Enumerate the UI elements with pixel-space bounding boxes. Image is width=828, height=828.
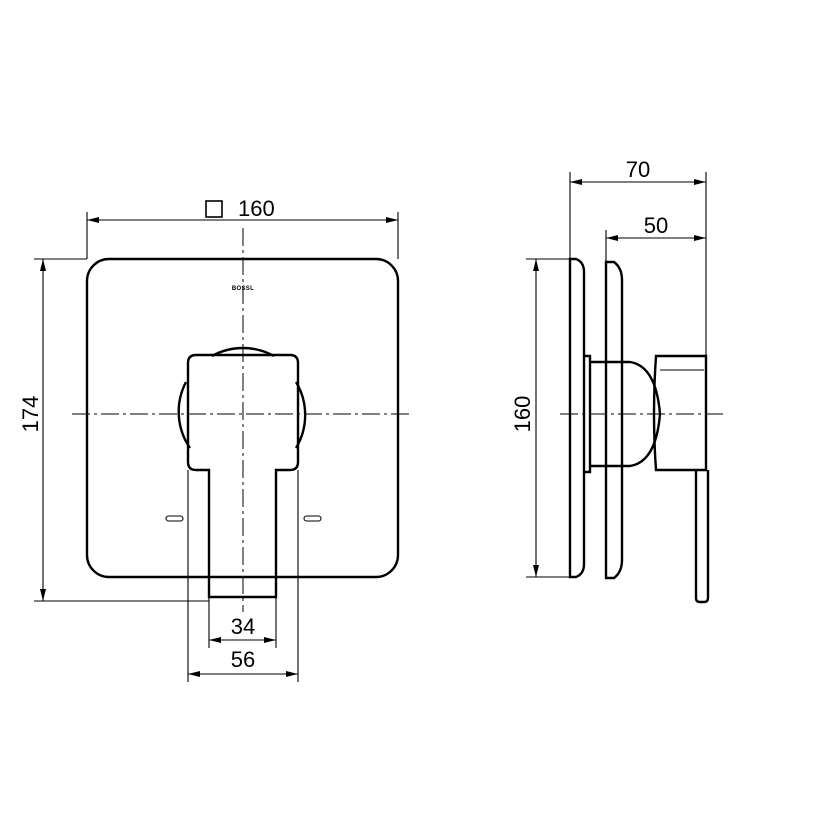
dim-70-arrow-right [694, 179, 706, 185]
side-dome [590, 360, 662, 468]
cover-plate [85, 257, 400, 579]
dim-174-arrow-top [40, 259, 46, 271]
dim-34-arrow-left [209, 637, 221, 643]
dim-50-arrow-left [606, 235, 618, 241]
brand-logo: BOSSL [232, 286, 254, 292]
left-slot [165, 515, 184, 522]
dim-50-arrow-right [694, 235, 706, 241]
side-handle-body [652, 354, 708, 472]
dim-side-160-arrow-top [533, 259, 539, 271]
dim-56-label: 56 [231, 647, 255, 672]
dim-56-arrow-left [188, 671, 200, 677]
dim-160-label: 160 [238, 196, 275, 221]
dim-side-160-arrow-bottom [533, 565, 539, 577]
dim-side-160-label: 160 [510, 396, 535, 433]
dim-174-label: 174 [18, 396, 43, 433]
side-rear-plate [604, 260, 624, 580]
dim-174-arrow-bottom [40, 589, 46, 601]
dim-50-label: 50 [644, 213, 668, 238]
dim-160-arrow-right [386, 217, 398, 223]
dim-34-label: 34 [231, 614, 255, 639]
dim-56-arrow-right [286, 671, 298, 677]
side-view: 70 50 160 [510, 157, 724, 604]
right-slot [303, 515, 322, 522]
side-cover-plate [568, 257, 586, 579]
dim-34-arrow-right [264, 637, 276, 643]
square-icon [205, 200, 223, 218]
dim-70-label: 70 [626, 157, 650, 182]
handle-base-circle [177, 346, 307, 449]
front-view: BOSSL 160 174 34 [18, 196, 412, 682]
side-lever [694, 470, 710, 604]
side-valve-body [584, 354, 592, 474]
dim-160-arrow-left [87, 217, 99, 223]
dim-70-arrow-left [570, 179, 582, 185]
